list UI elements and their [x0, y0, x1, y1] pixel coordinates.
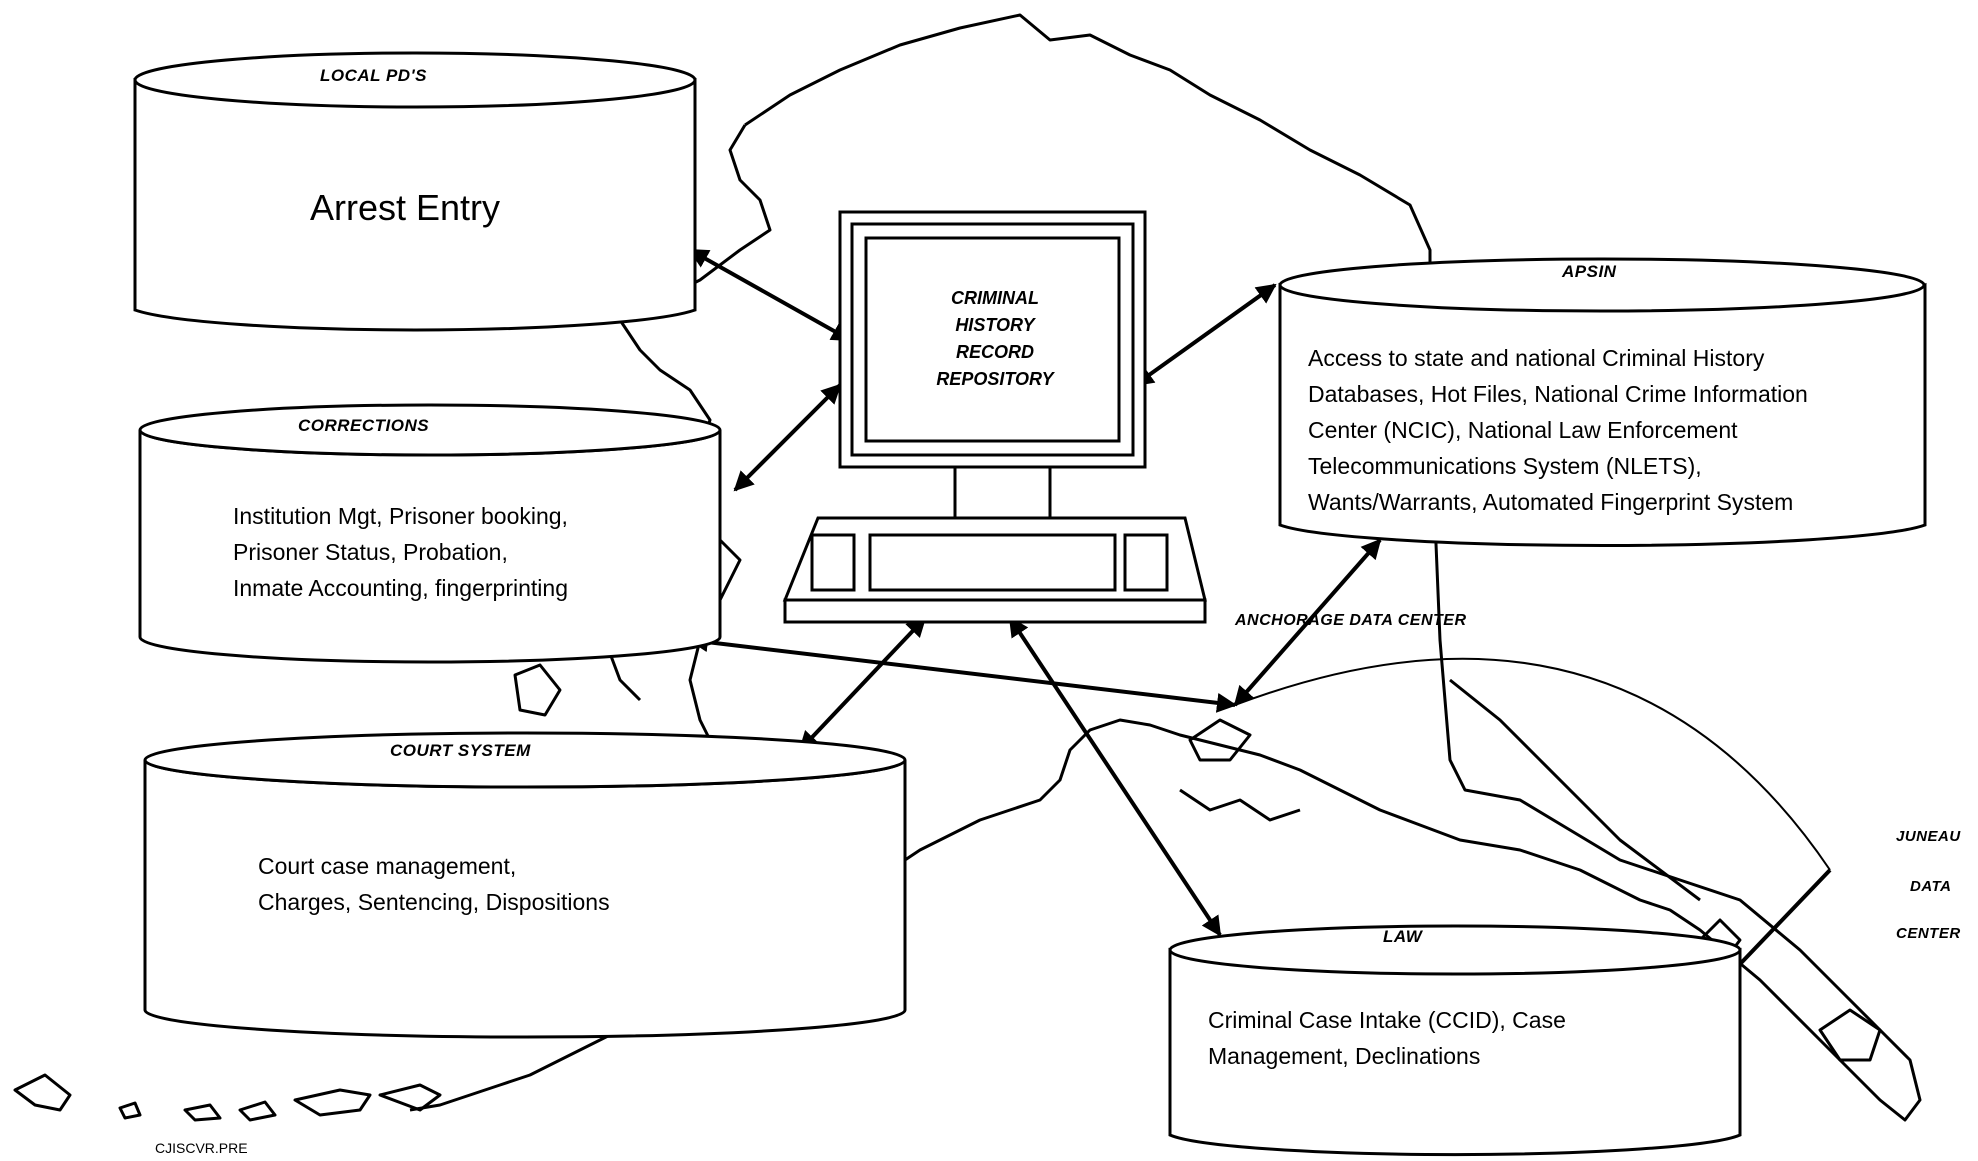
law-body: Criminal Case Intake (CCID), Case Manage…	[1208, 1007, 1566, 1069]
juneau-label-line1: JUNEAU	[1896, 828, 1961, 845]
arrow-anchorage-apsin	[1233, 538, 1382, 707]
repository-title: CRIMINAL HISTORY RECORD REPOSITORY	[936, 288, 1054, 389]
arrow-repository-court	[798, 616, 927, 752]
cylinder-apsin	[1278, 257, 1927, 547]
connections	[688, 248, 1832, 987]
cylinder-law	[1168, 924, 1742, 1157]
anchorage-data-center-label: ANCHORAGE DATA CENTER	[1235, 612, 1467, 629]
corrections-title: CORRECTIONS	[298, 416, 430, 435]
arc-anchorage-juneau	[1234, 657, 1831, 871]
local-pds-title: LOCAL PD'S	[320, 66, 427, 85]
corrections-body: Institution Mgt, Prisoner booking, Priso…	[233, 503, 568, 601]
court-system-body: Court case management, Charges, Sentenci…	[258, 853, 610, 915]
arrow-corrections-repository	[733, 383, 842, 492]
juneau-label-line2: DATA	[1910, 878, 1952, 895]
arrow-repository-law	[1008, 616, 1222, 937]
arrow-localpd-repository	[688, 248, 852, 342]
juneau-label-line3: CENTER	[1896, 925, 1961, 942]
arrow-corrections-anchorage	[688, 632, 1237, 713]
apsin-title: APSIN	[1562, 262, 1617, 281]
footer-code: CJISCVR.PRE	[155, 1140, 248, 1156]
apsin-body: Access to state and national Criminal Hi…	[1308, 345, 1808, 515]
law-title: LAW	[1383, 927, 1423, 946]
court-system-title: COURT SYSTEM	[390, 741, 531, 760]
arrow-repository-apsin	[1133, 283, 1277, 387]
cylinder-corrections	[138, 403, 722, 664]
local-pds-body: Arrest Entry	[310, 187, 501, 228]
cylinder-court-system	[143, 731, 907, 1039]
cylinder-local-pds	[133, 51, 697, 332]
computer-icon	[782, 210, 1207, 624]
